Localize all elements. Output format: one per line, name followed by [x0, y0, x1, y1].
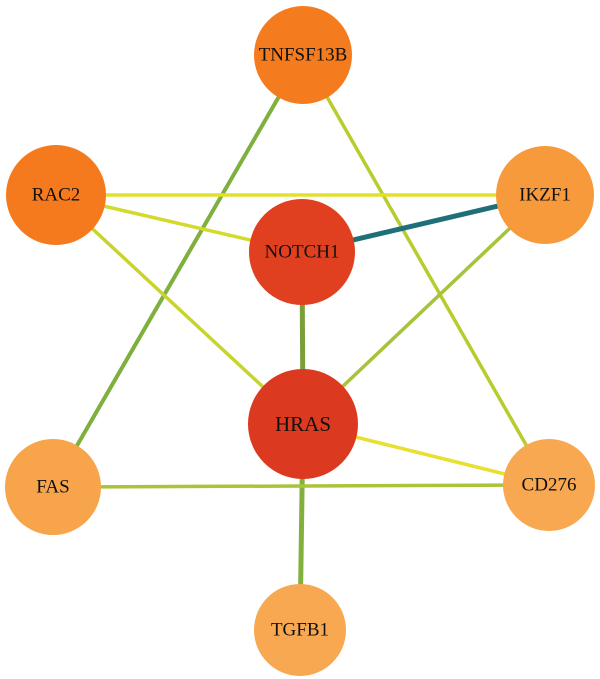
node-label: CD276 [522, 475, 577, 496]
node-fas: FAS [5, 439, 101, 535]
node-circle [5, 439, 101, 535]
node-circle [6, 145, 106, 245]
edge-ikzf1-hras [301, 193, 547, 426]
node-notch1: NOTCH1 [249, 199, 355, 305]
node-label: IKZF1 [519, 185, 571, 206]
node-label: NOTCH1 [265, 242, 340, 263]
edge-rac2-hras [54, 193, 305, 426]
node-ikzf1: IKZF1 [496, 146, 594, 244]
node-cd276: CD276 [503, 439, 595, 531]
edges-layer [51, 53, 551, 633]
node-label: HRAS [275, 412, 331, 436]
edge-tnfsf13b-fas [51, 53, 305, 489]
node-label: TNFSF13B [259, 45, 348, 66]
node-tnfsf13b: TNFSF13B [254, 6, 352, 104]
node-circle [254, 6, 352, 104]
edge-fas-cd276 [51, 483, 551, 489]
node-circle [503, 439, 595, 531]
node-circle [496, 146, 594, 244]
node-circle [249, 199, 355, 305]
node-hras: HRAS [248, 369, 358, 479]
node-circle [254, 584, 346, 676]
node-label: TGFB1 [271, 620, 329, 641]
node-circle [248, 369, 358, 479]
node-label: RAC2 [32, 185, 81, 206]
edge-tnfsf13b-cd276 [301, 53, 551, 487]
node-tgfb1: TGFB1 [254, 584, 346, 676]
node-label: FAS [36, 477, 69, 498]
node-rac2: RAC2 [6, 145, 106, 245]
